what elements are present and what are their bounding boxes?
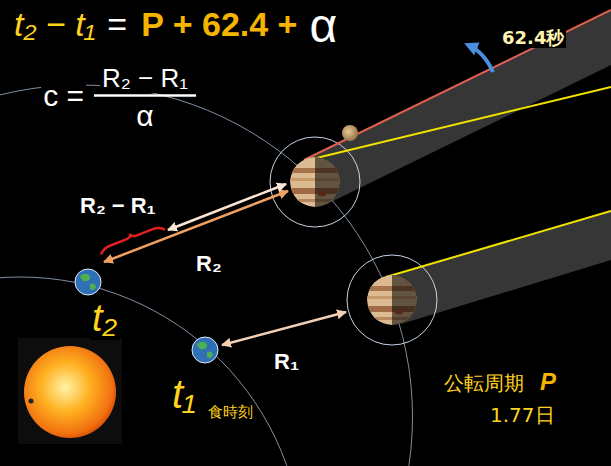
yellow-line [386, 211, 611, 277]
period-label: 公転周期 [442, 372, 526, 394]
time-label: 62.4秒 [500, 28, 566, 48]
note-label: 食時刻 [206, 404, 255, 421]
planet-dot [29, 399, 34, 404]
shadow-band [304, 10, 611, 205]
distance-label: R₂ [194, 252, 224, 276]
fraction-denominator: α [134, 99, 155, 132]
jupiter [288, 155, 345, 210]
distance-arrow [222, 312, 346, 345]
earth [192, 337, 218, 363]
earth [75, 269, 101, 295]
formula-term: P + 62.4 + [139, 6, 299, 43]
distance-label: R₁ [272, 350, 301, 374]
jupiter-orbit [0, 85, 413, 466]
time-label: t₁ [170, 372, 198, 416]
io-orbit [347, 255, 437, 345]
formula-term: c = [41, 79, 86, 112]
period-symbol: P [538, 369, 558, 395]
formula-term: t₂ − t₁ [12, 6, 97, 43]
rotation-arrow [468, 45, 493, 72]
period-value: 1.77日 [488, 404, 557, 426]
distance-arrow [168, 184, 286, 230]
formula-sign: = [105, 6, 129, 43]
sun [24, 346, 116, 438]
red-line [304, 10, 611, 160]
shadow-band [386, 210, 611, 324]
io-moon [342, 125, 358, 141]
jupiter [365, 273, 422, 328]
time-label: t₂ [90, 298, 119, 340]
earth-orbit [0, 277, 303, 466]
brace [101, 228, 165, 254]
fraction-bar [94, 94, 196, 97]
sun-frame [18, 338, 122, 444]
distance-label: R₂ − R₁ [78, 194, 158, 218]
formula-symbol: α [308, 0, 340, 53]
yellow-line [304, 87, 611, 161]
fraction-numerator: R₂ − R₁ [100, 64, 190, 93]
